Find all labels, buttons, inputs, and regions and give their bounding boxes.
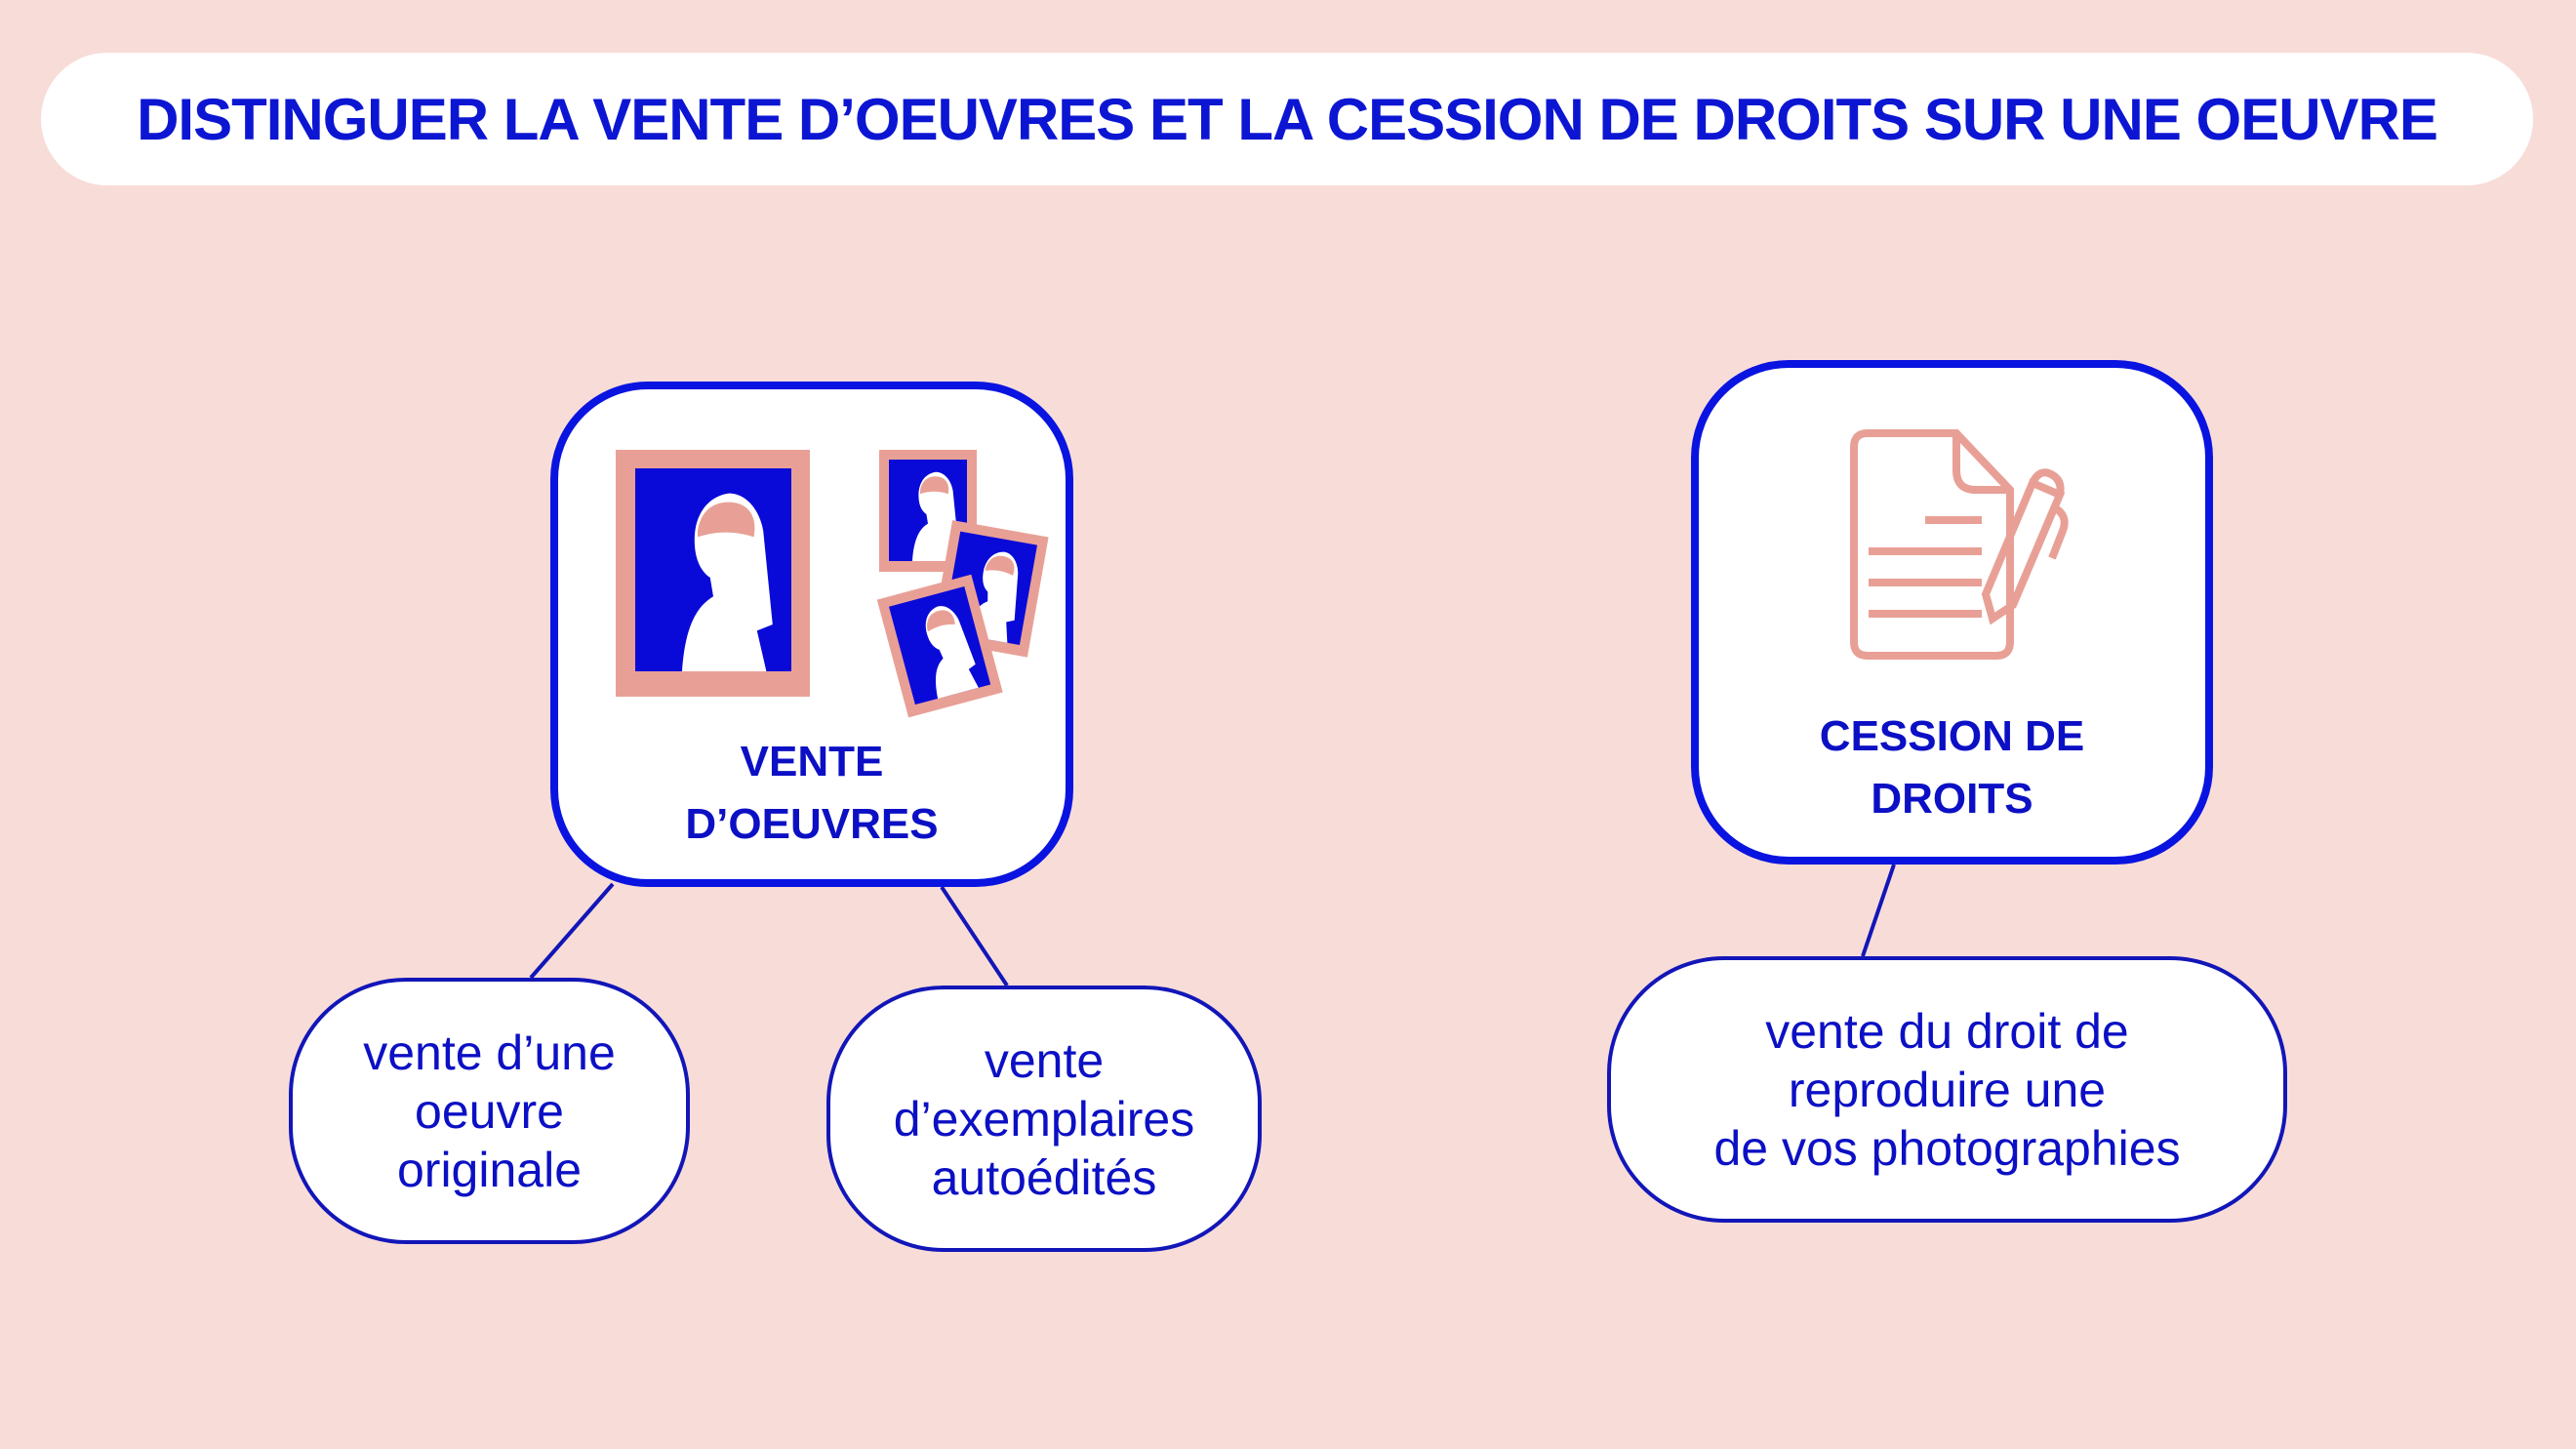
node-vente-line1: VENTE	[740, 738, 884, 785]
node-cession-line2: DROITS	[1871, 775, 2033, 823]
document-pen-icon	[1850, 429, 2069, 660]
leaf-vente-exemplaires: vente d’exemplaires autoédités	[826, 986, 1262, 1252]
node-vente-line2: D’OEUVRES	[685, 800, 939, 848]
node-vente-oeuvres: VENTE D’OEUVRES	[550, 382, 1073, 887]
leaf-droit-reproduction: vente du droit de reproduire une de vos …	[1607, 956, 2287, 1223]
leaf-droit-reproduction-text: vente du droit de reproduire une de vos …	[1713, 1003, 2181, 1176]
node-cession-line1: CESSION DE	[1819, 712, 2085, 760]
connector-vente-exemplaires	[940, 885, 1009, 987]
framed-portrait-icon	[616, 450, 1049, 718]
connector-vente-original	[529, 882, 615, 980]
page-title: DISTINGUER LA VENTE D’OEUVRES ET LA CESS…	[137, 86, 2438, 152]
leaf-vente-originale-text: vente d’une oeuvre originale	[363, 1025, 616, 1197]
leaf-vente-originale: vente d’une oeuvre originale	[289, 978, 690, 1244]
node-cession-droits: CESSION DE DROITS	[1691, 360, 2213, 865]
title-banner: DISTINGUER LA VENTE D’OEUVRES ET LA CESS…	[41, 53, 2533, 185]
leaf-vente-exemplaires-text: vente d’exemplaires autoédités	[893, 1032, 1195, 1205]
connector-cession-reproduction	[1861, 864, 1896, 957]
